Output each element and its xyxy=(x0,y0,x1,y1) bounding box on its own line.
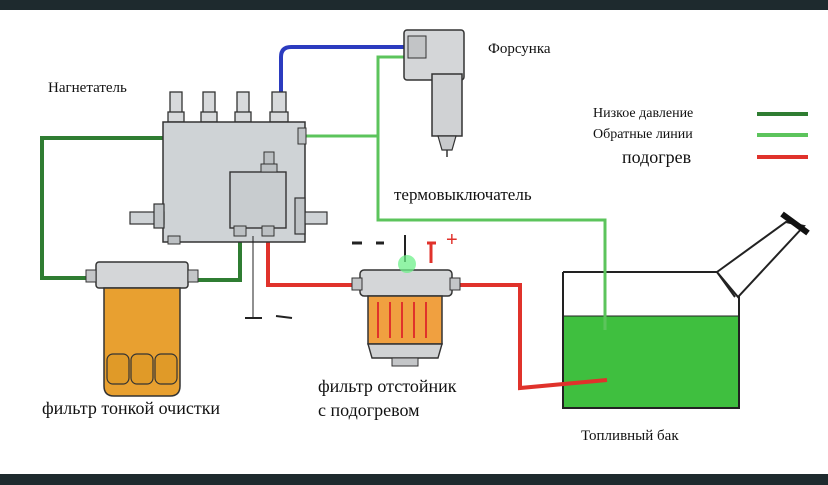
low-pressure-lines xyxy=(40,136,242,282)
injector xyxy=(403,29,465,157)
thermo-switch-glow xyxy=(398,255,416,273)
pump-plungers xyxy=(167,91,289,123)
label-fuel-tank: Топливный бак xyxy=(581,428,679,444)
fuel-level xyxy=(563,316,739,408)
legend-label-low-pressure: Низкое давление xyxy=(593,106,693,121)
label-injector: Форсунка xyxy=(488,41,551,57)
high-pressure-line xyxy=(279,45,408,92)
settler-filter xyxy=(351,235,461,367)
fine-filter xyxy=(85,261,199,397)
label-thermo-switch: термовыключатель xyxy=(394,185,532,204)
label-fine-filter: фильтр тонкой очистки xyxy=(42,398,220,418)
legend-label-return: Обратные линии xyxy=(593,127,693,142)
legend: Низкое давление Обратные линии подогрев xyxy=(593,106,808,167)
bottom-frame-bar xyxy=(0,474,828,485)
top-frame-bar xyxy=(0,0,828,10)
tank-cap xyxy=(780,211,810,236)
fuel-tank xyxy=(562,211,810,409)
label-pump: Нагнетатель xyxy=(48,80,127,96)
label-settler-filter-2: с подогревом xyxy=(318,400,420,420)
label-plus: + xyxy=(446,229,458,251)
legend-label-heating: подогрев xyxy=(622,147,691,167)
injection-pump xyxy=(129,91,328,319)
tank-neck xyxy=(715,220,806,299)
return-lines xyxy=(303,55,607,330)
heating-lines xyxy=(266,234,608,391)
label-settler-filter-1: фильтр отстойник xyxy=(318,376,457,396)
